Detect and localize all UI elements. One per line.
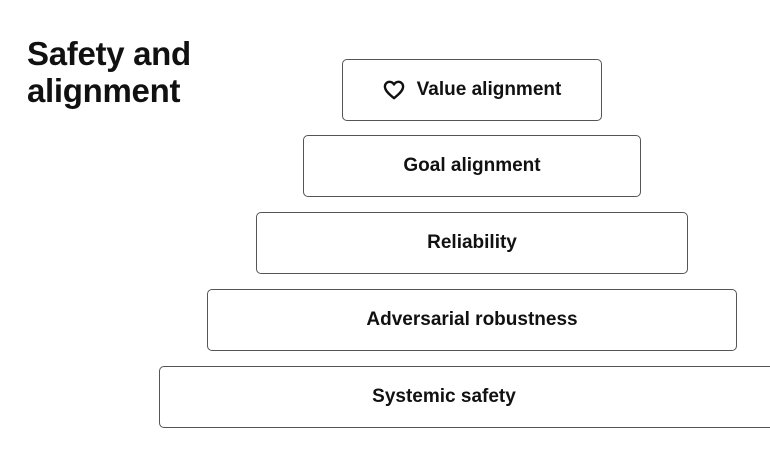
tier-adversarial-robustness: Adversarial robustness xyxy=(207,289,737,351)
title-line-1: Safety and xyxy=(27,35,191,72)
tier-systemic-safety: Systemic safety xyxy=(159,366,770,428)
tier-goal-alignment: Goal alignment xyxy=(303,135,641,197)
tier-reliability: Reliability xyxy=(256,212,688,274)
tier-label: Adversarial robustness xyxy=(366,309,578,330)
tier-label: Systemic safety xyxy=(372,386,516,407)
slide-title: Safety and alignment xyxy=(27,35,247,109)
tier-value-alignment: Value alignment xyxy=(342,59,602,121)
tier-label: Reliability xyxy=(427,232,517,253)
heart-icon xyxy=(383,80,405,100)
tier-label: Goal alignment xyxy=(403,155,541,176)
title-line-2: alignment xyxy=(27,72,181,109)
tier-label: Value alignment xyxy=(416,79,562,100)
